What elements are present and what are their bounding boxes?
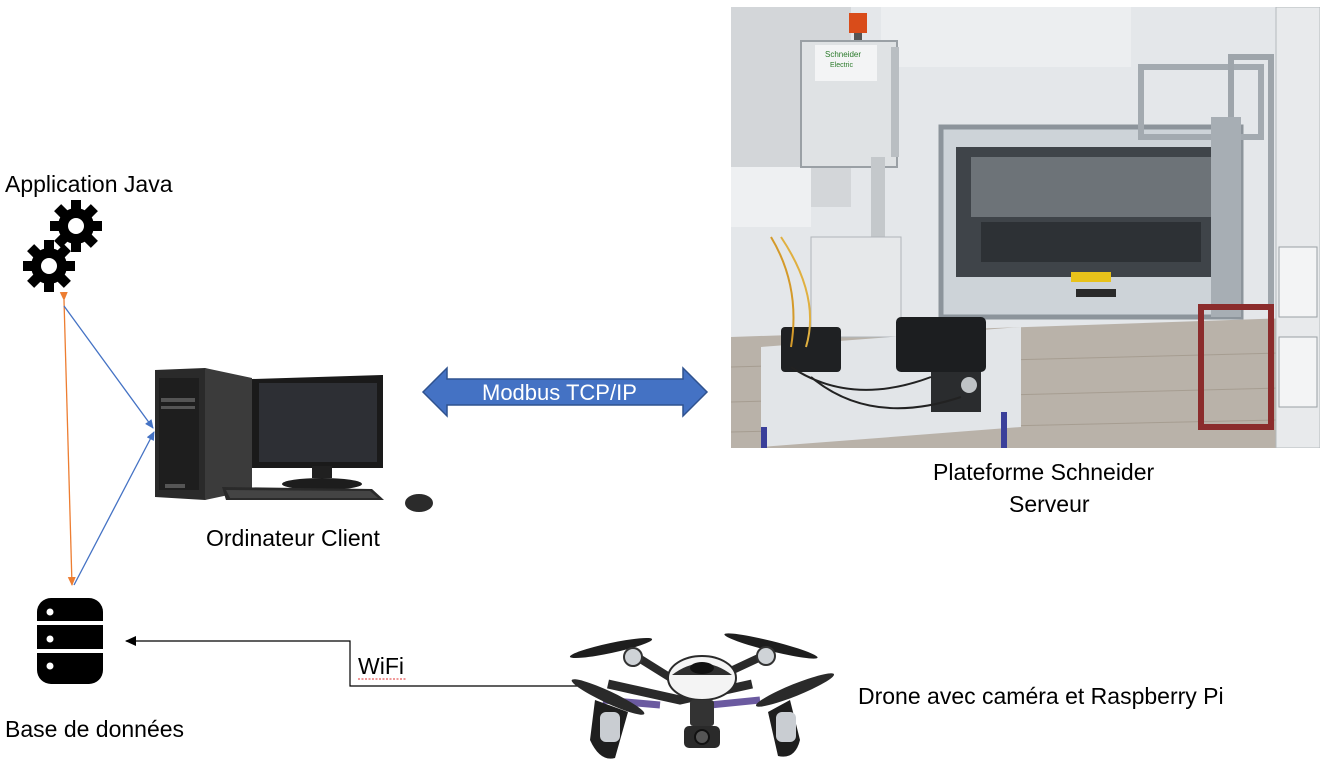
- database-icon: [37, 598, 103, 684]
- platform-label-line1: Plateforme Schneider: [933, 459, 1155, 485]
- platform-label-line2: Serveur: [1009, 491, 1090, 517]
- app-client-arrow: [63, 305, 154, 429]
- modbus-label: Modbus TCP/IP: [482, 380, 637, 405]
- gears-icon: [23, 200, 102, 292]
- schneider-brand-text: Schneider: [825, 50, 861, 59]
- app-label: Application Java: [5, 171, 173, 197]
- computer-icon: [155, 368, 433, 512]
- wifi-label: WiFi: [358, 653, 404, 679]
- db-label: Base de données: [5, 716, 185, 742]
- db-client-arrow: [73, 431, 155, 586]
- modbus-double-arrow: [421, 366, 709, 418]
- schneider-platform-photo: Schneider Electric: [731, 7, 1320, 448]
- schneider-brand-sub-text: Electric: [830, 62, 853, 69]
- drone-label: Drone avec caméra et Raspberry Pi: [858, 683, 1224, 709]
- app-db-arrow: [59, 291, 76, 586]
- client-label: Ordinateur Client: [206, 525, 380, 551]
- wifi-connector: [125, 636, 590, 687]
- drone-icon: [569, 633, 835, 759]
